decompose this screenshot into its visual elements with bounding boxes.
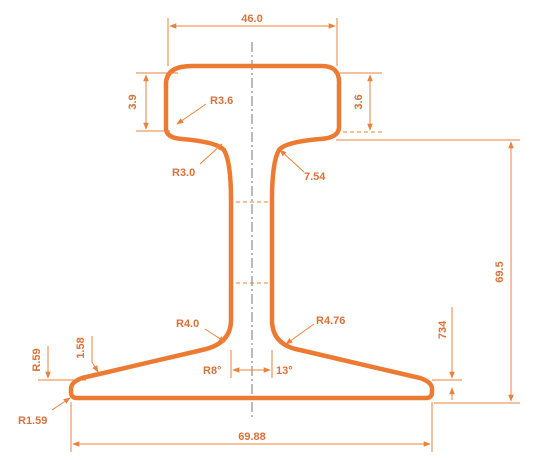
radius-web-top-right-leader [279,149,305,173]
flange-left-leader-b [91,336,99,373]
angle-left-label: R8° [203,365,221,377]
radius-head-inner-label: R3.6 [210,95,233,107]
radius-web-bottom-left-leader [204,328,226,343]
radius-web-top-left-label: R3.0 [172,167,195,179]
radius-web-bottom-right-label: R4.76 [316,315,345,327]
radius-web-bottom-right-leader [285,323,315,345]
base-width-label: 69.88 [238,431,266,443]
head-left-height-label: 3.9 [127,94,139,109]
flange-left-label-b: 1.58 [75,337,87,358]
radius-web-top-left-leader [199,143,223,165]
total-height-label: 69.5 [494,261,506,282]
head-width-label: 46.0 [241,13,262,25]
flange-right-label: 734 [437,320,449,339]
rail-profile-outline [68,63,435,401]
angle-right-label: 13° [276,365,293,377]
radius-head-inner-leader [176,103,207,125]
radius-web-bottom-left-label: R4.0 [176,318,199,330]
head-right-height-label: 3.6 [353,94,365,109]
radius-foot-label: R1.59 [18,415,47,427]
radius-foot-leader [51,397,71,411]
radius-web-top-right-label: 7.54 [304,171,326,183]
flange-left-label-a: R.59 [31,348,43,371]
